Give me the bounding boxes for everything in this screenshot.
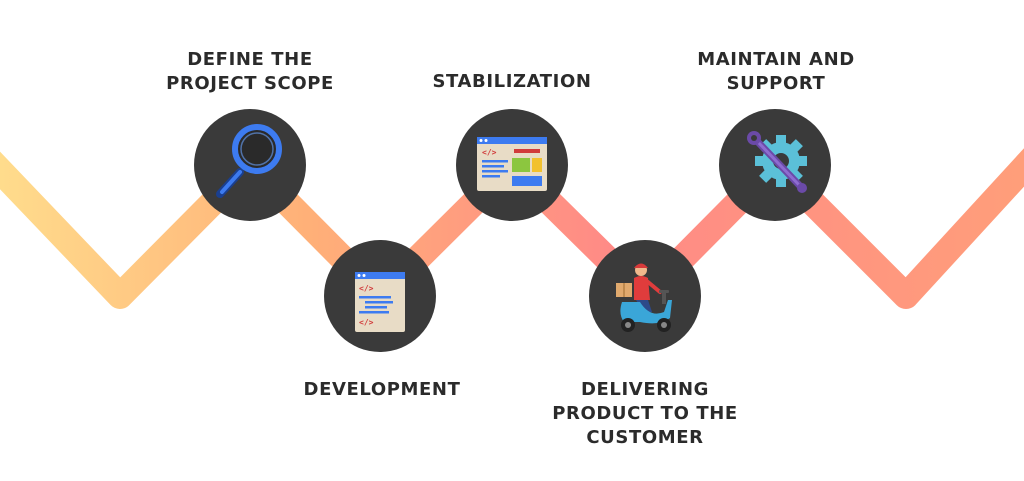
step-label-line: STABILIZATION bbox=[432, 71, 592, 92]
step-node-delivering bbox=[589, 240, 701, 352]
svg-text:</>: </> bbox=[482, 148, 497, 157]
browser-window-icon: </> bbox=[477, 137, 547, 191]
step-label-line: DEFINE THE bbox=[187, 49, 313, 70]
step-label-line: DELIVERING bbox=[580, 379, 710, 400]
step-label-line: MAINTAIN AND bbox=[697, 49, 855, 70]
step-label-line: PRODUCT TO THE bbox=[552, 403, 738, 424]
step-node-maintain bbox=[719, 109, 831, 221]
step-label-delivering: DELIVERING PRODUCT TO THE CUSTOMER bbox=[535, 378, 755, 450]
step-label-define-scope: DEFINE THE PROJECT SCOPE bbox=[150, 48, 350, 96]
step-label-maintain: MAINTAIN AND SUPPORT bbox=[676, 48, 876, 96]
delivery-scooter-icon bbox=[616, 263, 672, 332]
svg-text:</>: </> bbox=[359, 318, 374, 327]
step-label-line: SUPPORT bbox=[726, 73, 826, 94]
step-label-line: CUSTOMER bbox=[586, 427, 704, 448]
step-label-stabilization: STABILIZATION bbox=[412, 70, 612, 94]
code-document-icon: </> </> bbox=[355, 272, 405, 332]
magnifying-glass-icon bbox=[216, 124, 282, 198]
step-node-development: </> </> bbox=[324, 240, 436, 352]
step-node-define-scope bbox=[194, 109, 306, 221]
step-label-development: DEVELOPMENT bbox=[284, 378, 480, 402]
step-node-stabilization: </> bbox=[456, 109, 568, 221]
step-label-line: DEVELOPMENT bbox=[303, 379, 461, 400]
wrench-gear-icon bbox=[747, 131, 807, 193]
svg-text:</>: </> bbox=[359, 284, 374, 293]
step-label-line: PROJECT SCOPE bbox=[166, 73, 334, 94]
